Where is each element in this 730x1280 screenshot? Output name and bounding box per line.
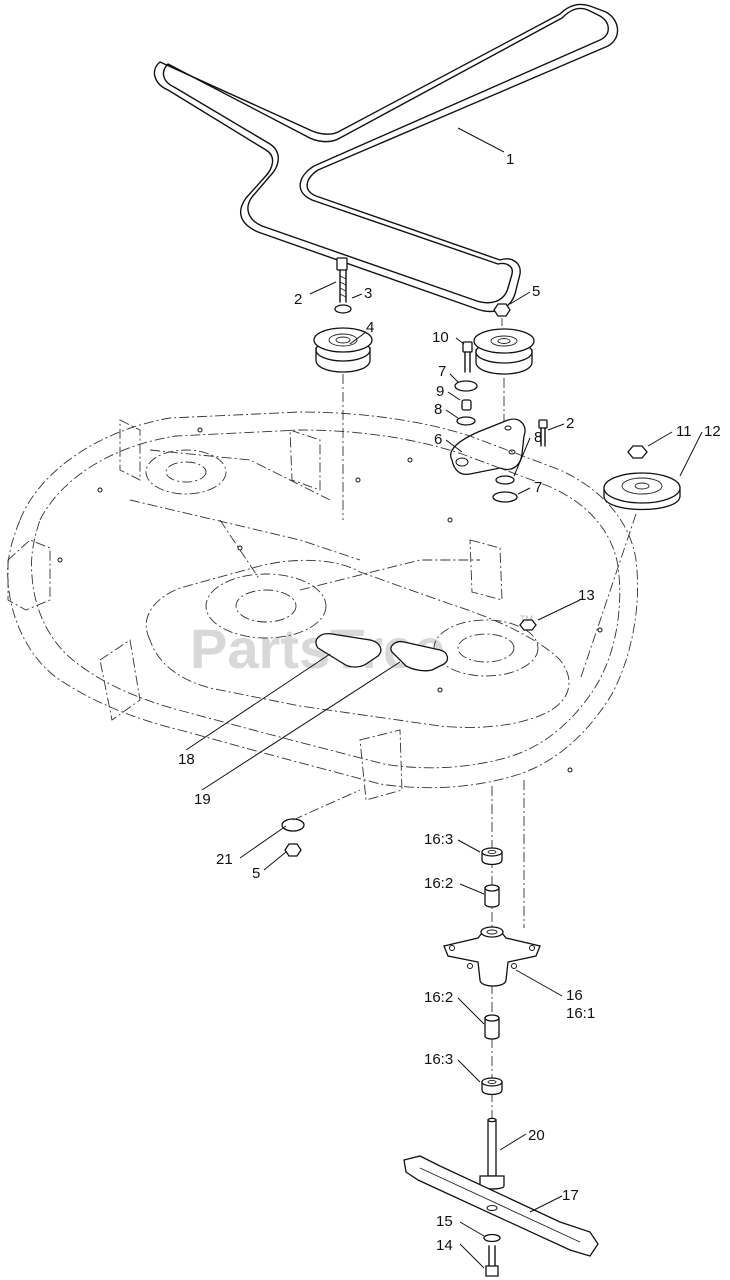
washer-3 bbox=[334, 304, 352, 314]
callout-17: 17 bbox=[562, 1187, 579, 1204]
callout-2-upper: 2 bbox=[294, 291, 302, 308]
washer-8-lower bbox=[495, 475, 515, 485]
callout-7-lower: 7 bbox=[534, 479, 542, 496]
callout-18: 18 bbox=[178, 751, 195, 768]
plate-19 bbox=[390, 640, 449, 672]
callout-15: 15 bbox=[436, 1213, 453, 1230]
plate-18 bbox=[315, 633, 382, 668]
callout-4: 4 bbox=[366, 319, 374, 336]
callout-16-2-lower: 16:2 bbox=[424, 989, 453, 1006]
callout-1: 1 bbox=[506, 151, 514, 168]
callout-6: 6 bbox=[434, 431, 442, 448]
bolt-2-right bbox=[538, 419, 548, 447]
bolt-13 bbox=[519, 619, 537, 631]
idler-pulley-right bbox=[473, 328, 535, 375]
centerline-21 bbox=[292, 789, 361, 821]
washer-15 bbox=[483, 1233, 501, 1243]
callouts: 1 2 3 4 5 10 7 9 8 2 6 8 7 11 12 13 18 1… bbox=[178, 151, 721, 1254]
callout-13: 13 bbox=[578, 587, 595, 604]
idler-pulley-4 bbox=[313, 327, 373, 373]
washer-21 bbox=[281, 818, 305, 832]
callout-12: 12 bbox=[704, 423, 721, 440]
callout-5-upper: 5 bbox=[532, 283, 540, 300]
bolt-2-upper bbox=[336, 257, 348, 303]
callout-16-1: 16:1 bbox=[566, 1005, 595, 1022]
callout-16-3-lower: 16:3 bbox=[424, 1051, 453, 1068]
nut-11 bbox=[627, 445, 648, 459]
washer-8-upper bbox=[456, 416, 476, 426]
nut-5-upper bbox=[493, 303, 511, 317]
callout-8-lower: 8 bbox=[534, 429, 542, 446]
spacer-9 bbox=[461, 399, 472, 411]
callout-16-2-upper: 16:2 bbox=[424, 875, 453, 892]
callout-20: 20 bbox=[528, 1127, 545, 1144]
bolt-10 bbox=[462, 341, 473, 373]
washer-7-lower bbox=[492, 491, 518, 503]
callout-16-3-upper: 16:3 bbox=[424, 831, 453, 848]
callout-11: 11 bbox=[676, 423, 692, 440]
callout-7-upper: 7 bbox=[438, 363, 446, 380]
drive-belt bbox=[153, 3, 619, 313]
callout-19: 19 bbox=[194, 791, 211, 808]
callout-16: 16 bbox=[566, 987, 583, 1004]
callout-21: 21 bbox=[216, 851, 233, 868]
pulley-12 bbox=[603, 472, 681, 511]
blade-17 bbox=[403, 1155, 599, 1257]
washer-7-upper bbox=[454, 380, 478, 392]
watermark-tm: TM bbox=[520, 614, 533, 624]
bearing-16-3-upper bbox=[481, 847, 503, 866]
spacer-16-2-upper bbox=[484, 884, 500, 908]
callout-8-upper: 8 bbox=[434, 401, 442, 418]
callout-14: 14 bbox=[436, 1237, 453, 1254]
callout-9: 9 bbox=[436, 383, 444, 400]
spacer-16-2-lower bbox=[484, 1014, 500, 1040]
centerline-pulley-12 bbox=[579, 513, 637, 681]
bearing-16-3-lower bbox=[481, 1077, 503, 1096]
callout-3: 3 bbox=[364, 285, 372, 302]
blade-edge bbox=[419, 1167, 581, 1243]
blade-hole bbox=[486, 1205, 498, 1211]
callout-2-right: 2 bbox=[566, 415, 574, 432]
bolt-14 bbox=[485, 1245, 499, 1277]
idler-arm-6 bbox=[450, 418, 526, 476]
spindle-housing-16 bbox=[443, 926, 541, 987]
leader-lines bbox=[185, 127, 703, 1269]
mower-deck bbox=[7, 411, 639, 801]
callout-5-lower: 5 bbox=[252, 865, 260, 882]
nut-5-lower bbox=[284, 843, 302, 857]
spindle-shaft-20 bbox=[479, 1117, 505, 1190]
callout-10: 10 bbox=[432, 329, 449, 346]
